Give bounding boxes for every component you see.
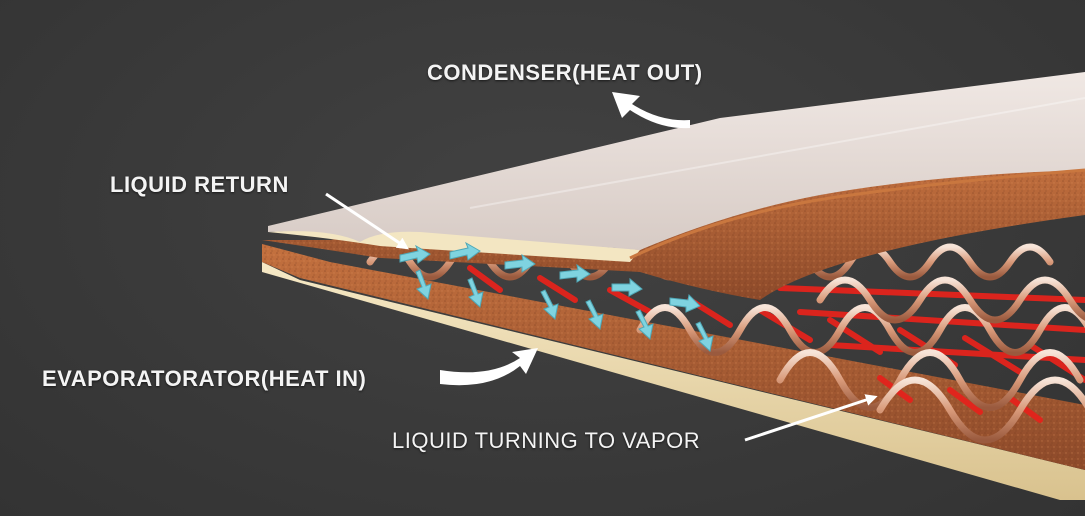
evaporator-arrow xyxy=(440,348,538,386)
top-plate xyxy=(268,72,1085,250)
vapor-pointer xyxy=(744,394,878,442)
pointer-arrows xyxy=(325,92,878,442)
liquid-turning-to-vapor-label: LIQUID TURNING TO VAPOR xyxy=(392,428,701,453)
condenser-arrow xyxy=(612,92,690,129)
evaporator-label: EVAPORATORATOR(HEAT IN) xyxy=(42,366,367,391)
liquid-return-label: LIQUID RETURN xyxy=(110,172,289,197)
condenser-label: CONDENSER(HEAT OUT) xyxy=(427,60,703,85)
liquid-return-pointer xyxy=(325,192,409,250)
liquid-arrows xyxy=(399,241,714,352)
bottom-plate xyxy=(262,262,1085,500)
